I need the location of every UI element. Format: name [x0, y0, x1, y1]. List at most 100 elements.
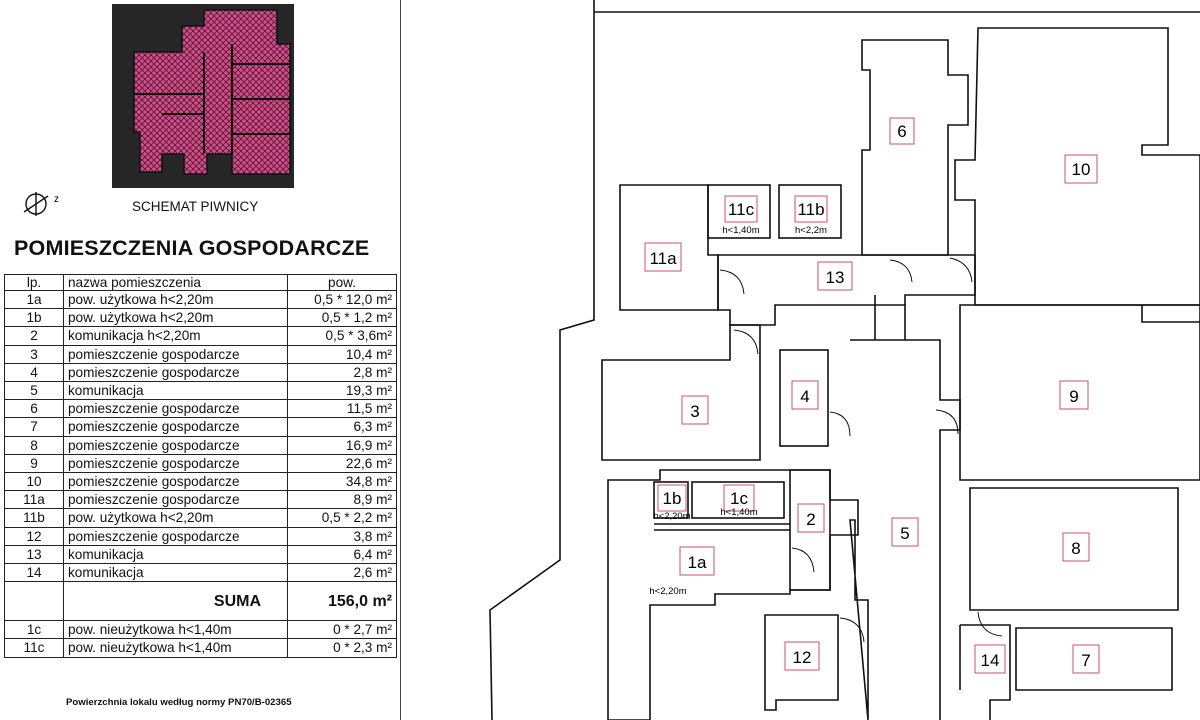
door-arc-2 [791, 547, 815, 573]
row-area: 22,6 m² [287, 453, 397, 474]
label-7: 7 [1072, 644, 1100, 674]
text-13: 13 [826, 268, 845, 287]
room-13-outline [717, 254, 976, 326]
label-4: 4 [791, 380, 819, 410]
door-arc-13-left [719, 269, 745, 295]
door-arc-13-right [949, 257, 973, 283]
row-area: 16,9 m² [287, 435, 397, 455]
row-name: pomieszczenie gospodarcze [63, 399, 288, 419]
row-name: komunikacja [63, 544, 288, 565]
row-area: 0,5 * 3,6m² [287, 326, 397, 346]
room-11a-outline [619, 184, 719, 311]
row-no: 5 [4, 381, 64, 401]
text-5: 5 [900, 524, 909, 543]
row-name: pomieszczenie gospodarcze [63, 472, 288, 492]
wall-1abc-divider [654, 523, 790, 531]
row-area: 19,3 m² [287, 381, 397, 401]
label-10: 10 [1064, 154, 1098, 184]
text-11a: 11a [649, 249, 677, 268]
row-name: pomieszczenie gospodarcze [63, 526, 288, 546]
room-4-outline [779, 349, 829, 447]
text-1c: 1c [730, 489, 748, 508]
row-name: komunikacja [63, 381, 288, 401]
room-8-outline [969, 487, 1179, 611]
north-compass-icon: z [23, 192, 59, 216]
row-no: 1a [4, 289, 64, 310]
building-outline [489, 0, 1200, 720]
row-name: pomieszczenie gospodarcze [63, 453, 288, 474]
row-area: 0,5 * 2,2 m² [287, 508, 397, 528]
row-no: 4 [4, 362, 64, 383]
label-12: 12 [784, 641, 820, 671]
row-name: pomieszczenie gospodarcze [63, 344, 288, 364]
label-1a: 1a [679, 546, 715, 576]
row-name: komunikacja [63, 563, 288, 583]
sum-row-spacer [4, 581, 64, 622]
room-11c-outline [707, 184, 771, 239]
text-3: 3 [690, 402, 699, 421]
room-1b-outline [653, 481, 689, 519]
header-no: lp. [4, 274, 64, 291]
text-4: 4 [800, 387, 809, 406]
label-14: 14 [974, 644, 1006, 674]
row-no: 1b [4, 308, 64, 328]
row-area: 3,8 m² [287, 526, 397, 546]
door-arc-3 [733, 329, 759, 355]
compass-label: z [54, 194, 59, 205]
label-3: 3 [681, 395, 709, 425]
basement-scheme-thumbnail [112, 4, 294, 188]
row-name: pow. nieużytkowa h<1,40m [63, 620, 288, 640]
row-name: pow. użytkowa h<2,20m [63, 289, 288, 310]
room-10-outline [954, 27, 1200, 306]
area-standard-footnote: Powierzchnia lokalu według normy PN70/B-… [66, 697, 292, 708]
row-no: 6 [4, 399, 64, 419]
label-6: 6 [889, 117, 915, 145]
height-11c: h<1,40m [722, 225, 759, 236]
door-arc-4 [829, 411, 851, 437]
row-no: 7 [4, 417, 64, 437]
row-no: 9 [4, 453, 64, 474]
height-11b: h<2,2m [795, 225, 827, 236]
row-no: 11c [4, 638, 64, 658]
label-5: 5 [891, 517, 919, 547]
row-area: 2,6 m² [287, 563, 397, 583]
room-1a-outline [607, 469, 831, 720]
text-10: 10 [1072, 160, 1091, 179]
door-arc-14 [977, 611, 1003, 637]
text-11b: 11b [797, 200, 824, 219]
row-no: 1c [4, 620, 64, 640]
label-9: 9 [1059, 380, 1089, 410]
row-name: komunikacja h<2,20m [63, 326, 288, 346]
text-1b: 1b [663, 489, 682, 508]
row-area: 34,8 m² [287, 472, 397, 492]
row-area: 2,8 m² [287, 362, 397, 383]
text-14: 14 [981, 651, 1000, 670]
table-header-row: lp. nazwa pomieszczenia pow. [4, 274, 397, 291]
sum-label: SUMA [63, 581, 288, 622]
row-area: 8,9 m² [287, 490, 397, 510]
door-arc-9 [935, 409, 959, 435]
text-7: 7 [1081, 651, 1090, 670]
row-area: 0,5 * 1,2 m² [287, 308, 397, 328]
row-area: 11,5 m² [287, 399, 397, 419]
label-11b: 11b [794, 195, 828, 223]
row-name: pomieszczenie gospodarcze [63, 435, 288, 455]
room-1c-outline [691, 481, 785, 519]
row-no: 10 [4, 472, 64, 492]
room-11b-outline [778, 184, 842, 239]
row-area: 0 * 2,3 m² [287, 638, 397, 658]
passage-13-5 [874, 295, 906, 340]
room-3-outline [601, 324, 761, 461]
